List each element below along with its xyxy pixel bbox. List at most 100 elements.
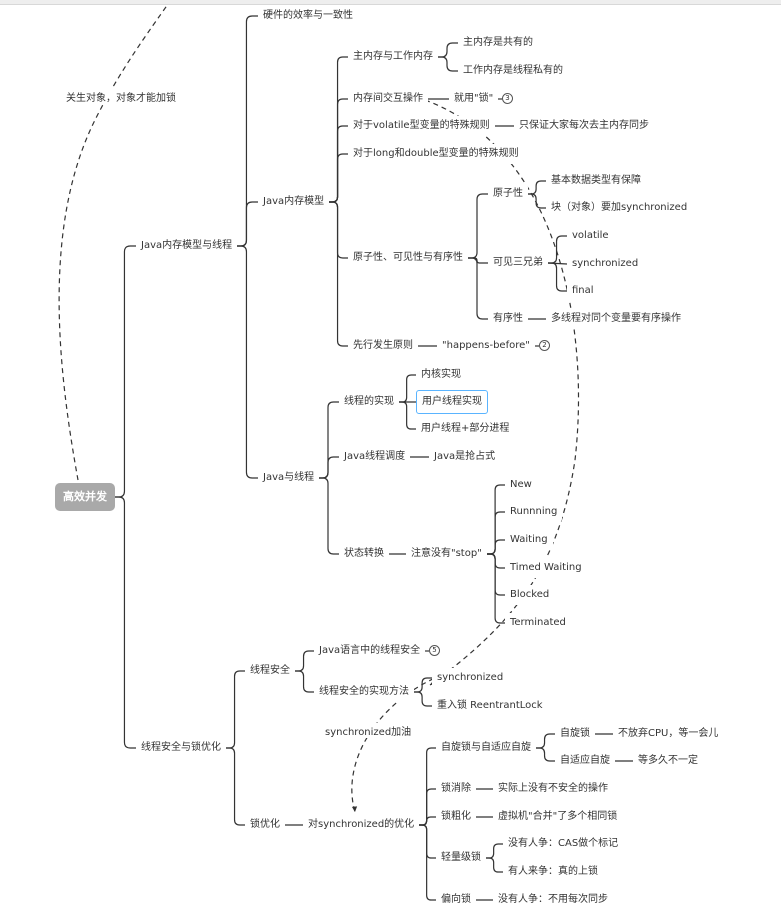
connector-s-new	[487, 484, 505, 555]
node-hw[interactable]: 硬件的效率与一致性	[258, 6, 358, 26]
node-b1[interactable]: Java内存模型与线程	[136, 236, 238, 256]
connector-atomicity	[468, 193, 488, 259]
node-coarse[interactable]: 锁粗化	[436, 807, 476, 827]
count-badge-ts-lang[interactable]: 5	[429, 645, 440, 656]
node-volatile-rule-detail[interactable]: 只保证大家每次去主内存同步	[514, 116, 654, 136]
connector-b1	[115, 245, 136, 498]
connector-ordering	[468, 257, 488, 320]
connector-spin-lock	[536, 733, 555, 749]
node-biased-d[interactable]: 没有人争：不用每次同步	[493, 890, 613, 910]
connector-main-work	[329, 56, 348, 203]
node-hb[interactable]: 先行发生原则	[348, 336, 418, 356]
node-interop[interactable]: 内存间交互操作	[348, 89, 428, 109]
node-biased[interactable]: 偏向锁	[436, 890, 476, 910]
node-adaptive[interactable]: 自适应自旋	[555, 751, 615, 771]
connector-adaptive	[536, 747, 555, 762]
connector-visibility	[468, 257, 488, 264]
connector-acv	[329, 201, 348, 259]
node-spin-lock-d[interactable]: 不放弃CPU，等一会儿	[613, 724, 724, 744]
connector-volatile-rule	[329, 125, 348, 203]
node-main-work[interactable]: 主内存与工作内存	[348, 47, 438, 67]
connector-biased	[419, 824, 436, 901]
node-elim[interactable]: 锁消除	[436, 779, 476, 799]
node-volatile-rule[interactable]: 对于volatile型变量的特殊规则	[348, 116, 495, 136]
node-thread-impl[interactable]: 线程的实现	[339, 392, 399, 412]
node-s-running[interactable]: Runnning	[505, 502, 563, 522]
node-ts-sync[interactable]: synchronized	[432, 668, 509, 688]
arrow-head-optimize	[351, 806, 358, 812]
connector-basic-types	[528, 180, 546, 195]
node-elim-d[interactable]: 实际上没有不安全的操作	[493, 779, 613, 799]
relation-label-sync[interactable]: synchronized加油	[323, 723, 414, 738]
node-s-terminated[interactable]: Terminated	[505, 613, 571, 633]
node-preempt[interactable]: Java是抢占式	[429, 447, 501, 467]
connector-java-threads	[237, 245, 258, 479]
node-kernel[interactable]: 内核实现	[416, 365, 466, 385]
node-spin-lock[interactable]: 自旋锁	[555, 724, 595, 744]
node-b2[interactable]: 线程安全与锁优化	[136, 738, 226, 758]
node-user-thread[interactable]: 用户线程实现	[416, 390, 488, 414]
connector-user-plus	[399, 401, 416, 430]
connector-jmm	[237, 201, 258, 247]
count-badge-lock-word[interactable]: 3	[502, 93, 513, 104]
node-s-waiting[interactable]: Waiting	[505, 530, 553, 550]
node-long-double[interactable]: 对于long和double型变量的特殊规则	[348, 144, 524, 164]
node-nostop[interactable]: 注意没有"stop"	[406, 544, 487, 564]
node-jmm[interactable]: Java内存模型	[258, 192, 330, 212]
node-hb-value[interactable]: "happens-before"	[437, 336, 535, 356]
node-vis-volatile[interactable]: volatile	[567, 226, 614, 246]
connector-ts	[226, 670, 245, 749]
node-java-threads[interactable]: Java与线程	[258, 468, 320, 488]
node-atomicity[interactable]: 原子性	[488, 184, 528, 204]
connector-long-double	[329, 153, 348, 203]
top-toolbar-edge	[0, 0, 781, 5]
connector-light-b	[486, 857, 503, 873]
node-s-new[interactable]: New	[505, 475, 537, 495]
connector-kernel	[399, 374, 416, 403]
node-user-plus[interactable]: 用户线程+部分进程	[416, 419, 515, 439]
node-root[interactable]: 高效并发	[55, 483, 115, 511]
connector-interop	[329, 98, 348, 203]
relation-label-objects[interactable]: 关生对象，对象才能加锁	[64, 89, 178, 104]
node-vis-final[interactable]: final	[567, 281, 599, 301]
node-s-blocked[interactable]: Blocked	[505, 585, 555, 605]
connector-elim	[419, 788, 436, 826]
node-lock-word[interactable]: 就用"锁"	[449, 89, 499, 109]
connector-ts-lang	[295, 650, 314, 672]
node-ordering[interactable]: 有序性	[488, 309, 528, 329]
node-state[interactable]: 状态转换	[339, 544, 389, 564]
node-adaptive-d[interactable]: 等多久不一定	[633, 751, 703, 771]
connector-main-shared	[438, 42, 458, 58]
node-ts-reentrant[interactable]: 重入锁 ReentrantLock	[432, 696, 548, 716]
node-light-a[interactable]: 没有人争：CAS做个标记	[503, 834, 624, 854]
node-acv[interactable]: 原子性、可见性与有序性	[348, 248, 468, 268]
relation-curve-objects	[58, 3, 169, 481]
node-ts[interactable]: 线程安全	[245, 661, 295, 681]
node-sched[interactable]: Java线程调度	[339, 447, 411, 467]
connector-hw	[237, 15, 258, 247]
connector-work-private	[438, 56, 458, 72]
node-ordering-detail[interactable]: 多线程对同个变量要有序操作	[546, 309, 686, 329]
node-light[interactable]: 轻量级锁	[436, 848, 486, 868]
connector-block-sync	[528, 193, 546, 209]
node-s-timed[interactable]: Timed Waiting	[505, 558, 587, 578]
node-visibility[interactable]: 可见三兄弟	[488, 253, 548, 273]
node-ts-lang[interactable]: Java语言中的线程安全	[314, 641, 426, 661]
node-basic-types[interactable]: 基本数据类型有保障	[546, 171, 646, 191]
connector-b2	[115, 496, 136, 749]
count-badge-hb-value[interactable]: 2	[539, 340, 550, 351]
node-vis-sync[interactable]: synchronized	[567, 254, 644, 274]
connector-s-terminated	[487, 553, 505, 624]
node-block-sync[interactable]: 块（对象）要加synchronized	[546, 198, 693, 218]
node-main-shared[interactable]: 主内存是共有的	[458, 33, 538, 53]
node-lo[interactable]: 锁优化	[245, 815, 285, 835]
connector-ts-reentrant	[414, 691, 432, 707]
node-lo-sync[interactable]: 对synchronized的优化	[303, 815, 420, 835]
node-work-private[interactable]: 工作内存是线程私有的	[458, 61, 568, 81]
node-ts-impl[interactable]: 线程安全的实现方法	[314, 682, 414, 702]
connector-state	[319, 477, 339, 555]
node-light-b[interactable]: 有人来争：真的上锁	[503, 862, 603, 882]
node-coarse-d[interactable]: 虚拟机"合并"了多个相同锁	[493, 807, 623, 827]
node-spin[interactable]: 自旋锁与自适应自旋	[436, 738, 536, 758]
connector-thread-impl	[319, 401, 339, 479]
